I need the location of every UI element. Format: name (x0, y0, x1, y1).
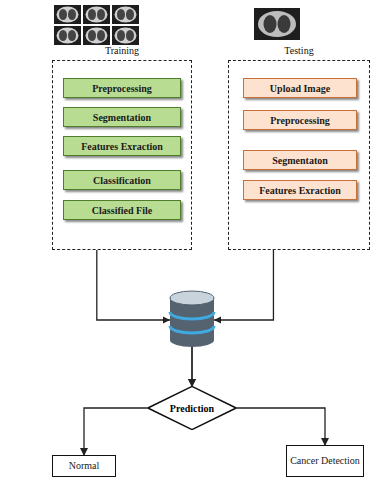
training-step-box: Classified File (63, 200, 181, 220)
training-step-box: Classification (63, 170, 181, 190)
node-label: Normal (69, 461, 100, 472)
result-box: Normal (52, 455, 116, 477)
testing-step-box: Upload Image (243, 78, 357, 98)
node-label: Segmentaton (272, 155, 328, 166)
ct-scan-images (0, 0, 384, 60)
result-box: Cancer Detection (286, 445, 364, 477)
testing-ct-image (254, 8, 300, 40)
node-label: Prediction (170, 403, 214, 414)
testing-step-box: Preprocessing (243, 110, 357, 130)
training-step-box: Preprocessing (63, 78, 181, 98)
group-title: Testing (209, 45, 384, 56)
training-step-box: Features Exraction (63, 136, 181, 156)
testing-step-box: Segmentaton (243, 150, 357, 170)
node-label: Cancer Detection (290, 456, 360, 467)
dashed-group-box: TestingUpload ImagePreprocessingSegmenta… (228, 60, 370, 250)
node-label: Classification (93, 175, 151, 186)
testing-step-box: Features Exraction (243, 180, 357, 200)
node-label: Features Exraction (259, 185, 341, 196)
group-title: Training (33, 45, 211, 56)
training-ct-grid (54, 5, 139, 45)
dashed-group-box: TrainingPreprocessingSegmentationFeature… (52, 60, 192, 250)
node-label: Preprocessing (270, 115, 330, 126)
node-label: Segmentation (93, 112, 151, 123)
node-label: Features Exraction (81, 141, 163, 152)
decision-diamond: Prediction (147, 386, 237, 430)
training-step-box: Segmentation (63, 107, 181, 127)
node-label: Classified File (92, 205, 152, 216)
database-icon (168, 290, 216, 350)
flow-arrow (237, 408, 325, 445)
node-label: Preprocessing (92, 83, 152, 94)
node-label: Upload Image (270, 83, 330, 94)
flow-arrow (84, 408, 147, 455)
